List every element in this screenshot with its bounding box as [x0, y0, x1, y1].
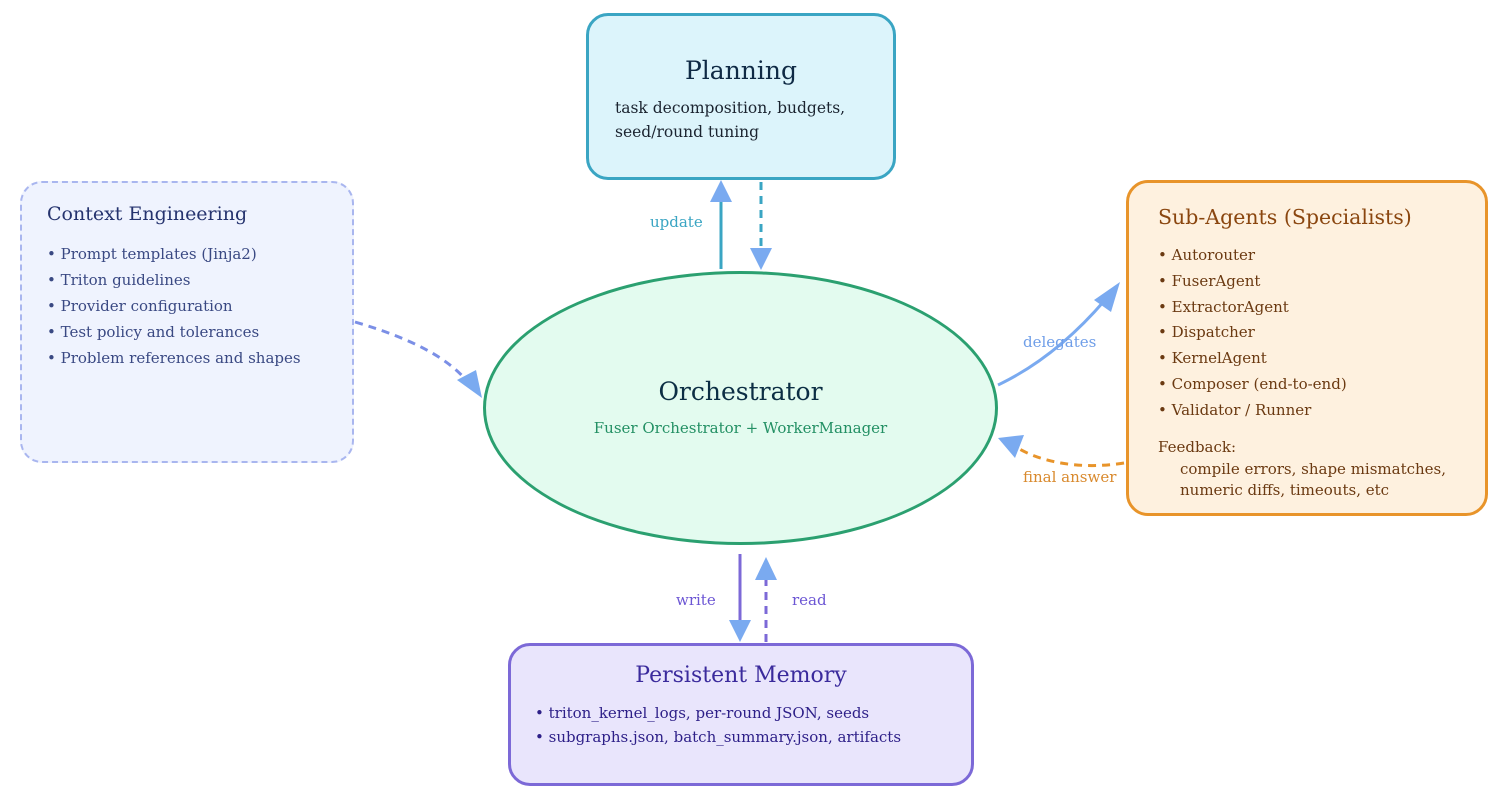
- edge-plan-dashed-arrowhead: [750, 248, 772, 270]
- planning-box: Planning task decomposition, budgets, se…: [586, 13, 896, 180]
- planning-description-line: task decomposition, budgets,: [615, 99, 846, 117]
- edge-label-delegates: delegates: [1023, 333, 1097, 351]
- list-item: • Prompt templates (Jinja2): [47, 245, 257, 263]
- edge-read-arrowhead: [755, 557, 777, 580]
- edge-update-arrowhead: [710, 180, 732, 202]
- persistent-memory-title: Persistent Memory: [635, 663, 847, 688]
- list-item: • Test policy and tolerances: [47, 323, 260, 341]
- list-item: • Dispatcher: [1158, 323, 1255, 342]
- subagents-list: • Autorouter • FuserAgent • ExtractorAge…: [1158, 243, 1347, 424]
- feedback-title: Feedback:: [1158, 438, 1237, 456]
- subagents-title: Sub-Agents (Specialists): [1158, 205, 1412, 229]
- orchestrator-subtitle: Fuser Orchestrator + WorkerManager: [593, 419, 888, 437]
- edge-delegates-arrowhead: [1094, 282, 1120, 312]
- edge-label-final-answer: final answer: [1023, 468, 1117, 486]
- list-item: • Problem references and shapes: [47, 349, 301, 367]
- list-item: • subgraphs.json, batch_summary.json, ar…: [535, 728, 902, 746]
- persistent-memory-list: • triton_kernel_logs, per-round JSON, se…: [535, 701, 901, 749]
- edge-final-answer: [1015, 445, 1125, 468]
- list-item: • Autorouter: [1158, 246, 1256, 264]
- edge-label-update: update: [650, 213, 703, 231]
- list-item: • ExtractorAgent: [1158, 297, 1289, 316]
- planning-title: Planning: [684, 56, 798, 85]
- edge-write-arrowhead: [729, 620, 751, 642]
- edge-label-write: write: [676, 591, 716, 609]
- planning-description-line: seed/round tuning: [615, 123, 760, 141]
- planning-description: task decomposition, budgets, seed/round …: [615, 96, 885, 144]
- context-engineering-title: Context Engineering: [47, 203, 248, 225]
- context-engineering-list: • Prompt templates (Jinja2) • Triton gui…: [47, 241, 301, 371]
- edge-delegates: [997, 299, 1107, 387]
- edge-final-answer-arrowhead: [998, 435, 1024, 458]
- edge-context: [354, 320, 472, 386]
- feedback-line: numeric diffs, timeouts, etc: [1180, 481, 1390, 499]
- list-item: • triton_kernel_logs, per-round JSON, se…: [535, 704, 870, 722]
- feedback-line: compile errors, shape mismatches,: [1180, 460, 1447, 478]
- persistent-memory-box: Persistent Memory • triton_kernel_logs, …: [508, 643, 974, 786]
- edge-context-arrowhead: [457, 370, 482, 398]
- list-item: • Composer (end-to-end): [1158, 374, 1347, 393]
- orchestrator-node: Orchestrator Fuser Orchestrator + Worker…: [483, 271, 998, 545]
- list-item: • Validator / Runner: [1158, 400, 1312, 419]
- feedback-body: compile errors, shape mismatches, numeri…: [1180, 459, 1470, 501]
- subagents-box: Sub-Agents (Specialists) • Autorouter • …: [1126, 180, 1488, 516]
- list-item: • KernelAgent: [1158, 349, 1267, 368]
- list-item: • Provider configuration: [47, 297, 233, 315]
- edge-label-read: read: [792, 591, 827, 609]
- list-item: • FuserAgent: [1158, 271, 1261, 290]
- context-engineering-box: Context Engineering • Prompt templates (…: [20, 181, 354, 463]
- list-item: • Triton guidelines: [47, 271, 191, 289]
- orchestrator-title: Orchestrator: [658, 377, 823, 406]
